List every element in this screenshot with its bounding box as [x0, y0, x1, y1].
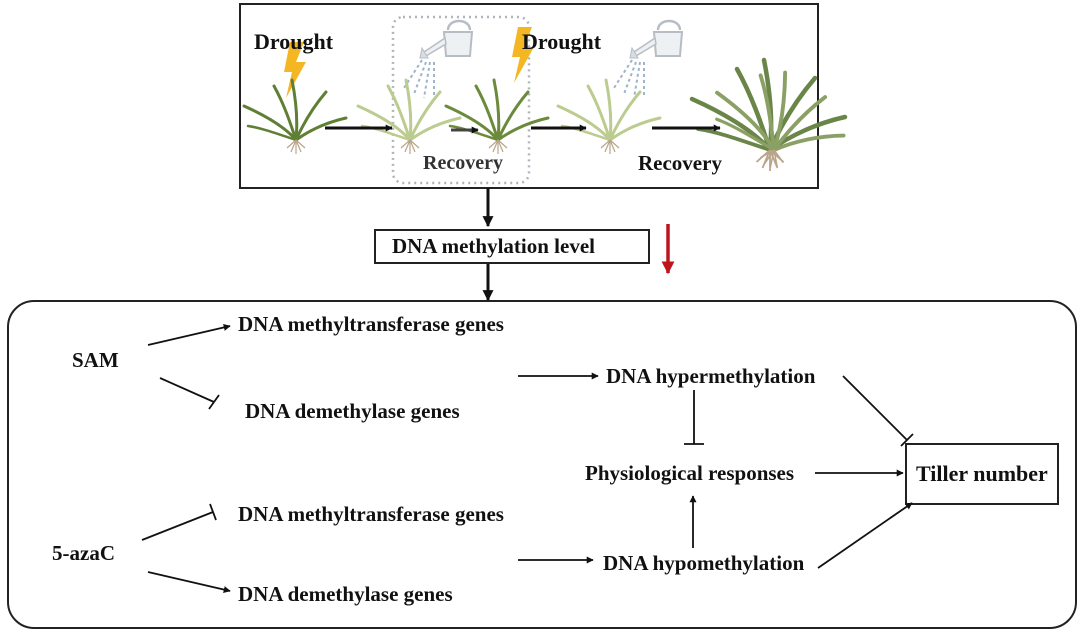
watering-can-icon: [403, 19, 474, 99]
sam-methyltransferase-label: DNA methyltransferase genes: [238, 312, 504, 336]
watering-can-icon: [613, 19, 684, 99]
plant-icon: [444, 78, 550, 156]
drought-label: Drought: [254, 29, 334, 54]
hypermethylation-label: DNA hypermethylation: [606, 364, 816, 388]
methylation-level-label: DNA methylation level: [392, 234, 595, 258]
methylation-level-box: [374, 229, 650, 264]
sam-label: SAM: [72, 348, 119, 372]
recovery-dashed-box: [391, 15, 531, 185]
plant-icon: [556, 78, 662, 156]
recovery-label: Recovery: [423, 152, 503, 174]
drought-label: Drought: [522, 29, 602, 54]
hyper-inhibits-tiller: [842, 375, 908, 441]
tiller-box: [905, 443, 1059, 505]
hypomethylation-label: DNA hypomethylation: [603, 551, 805, 575]
sam-inhibits-demethylase: [159, 377, 215, 403]
sam-demethylase-label: DNA demethylase genes: [245, 399, 460, 423]
azac-inhibits-methyltransferase: [141, 511, 214, 541]
recovery-label: Recovery: [638, 151, 722, 175]
azac-methyltransferase-label: DNA methyltransferase genes: [238, 502, 504, 526]
mechanism-frame: [7, 300, 1077, 629]
hypo-to-tiller-arrow: [817, 502, 913, 569]
plant-icon: [356, 78, 462, 156]
stress-panel-frame: [239, 3, 819, 189]
physiological-label: Physiological responses: [585, 461, 795, 485]
plant-icon: [242, 78, 348, 156]
azac-to-demethylase-arrow: [147, 571, 231, 593]
sam-to-methyltransferase-arrow: [147, 324, 231, 346]
azac-demethylase-label: DNA demethylase genes: [238, 582, 453, 606]
tiller-label: Tiller number: [916, 461, 1048, 486]
azac-label: 5-azaC: [52, 541, 115, 565]
